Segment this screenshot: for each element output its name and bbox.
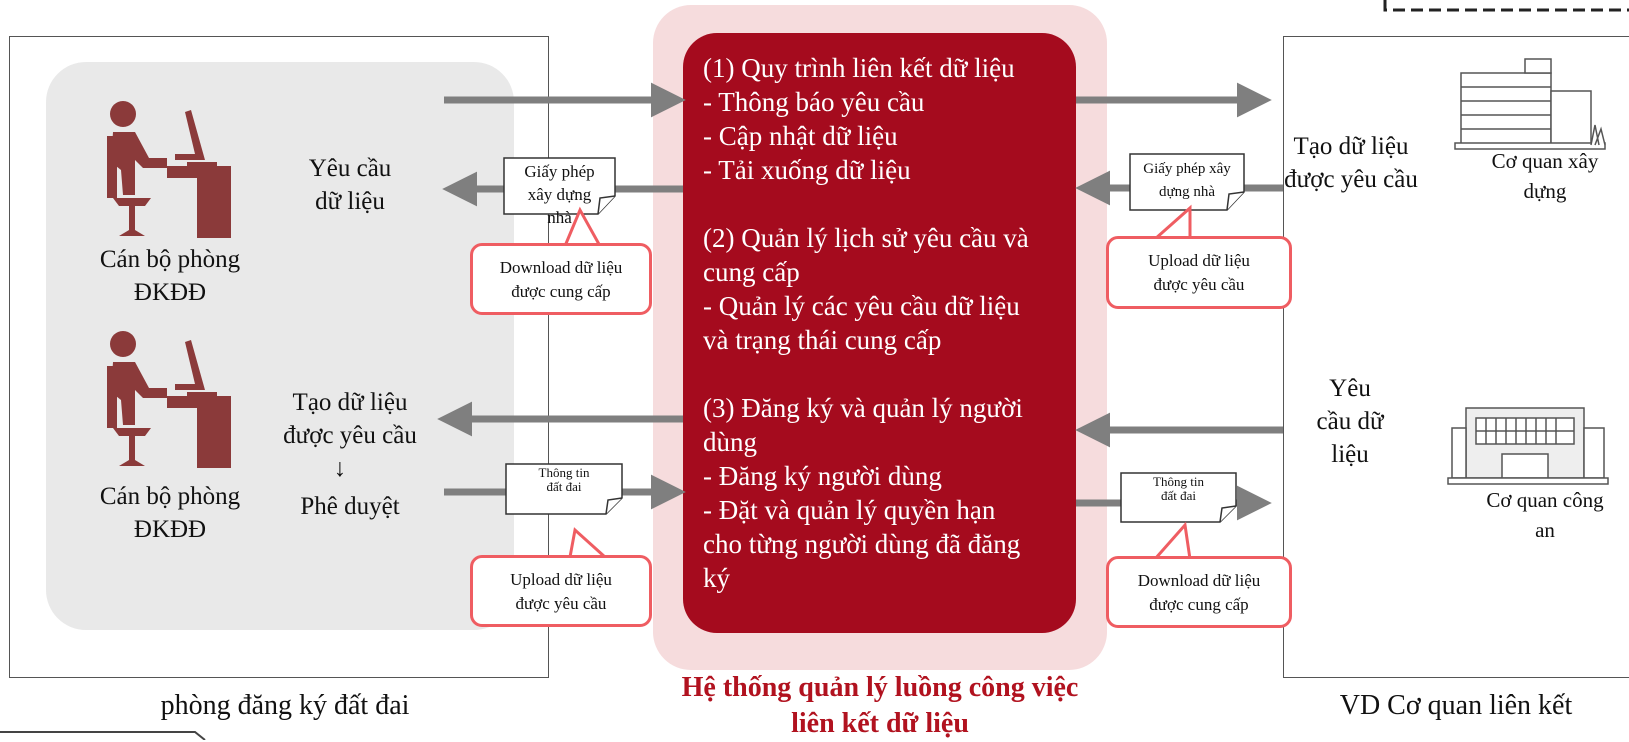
- section-2-text: (2) Quản lý lịch sử yêu cầu và cung cấp …: [703, 223, 1029, 355]
- bubble-upload-right: Upload dữ liệu được yêu cầu: [1106, 236, 1292, 309]
- document-icon-left-bottom: [505, 463, 623, 515]
- bubble-download-left: Download dữ liệu được cung cấp: [470, 243, 652, 315]
- center-caption-line2: liên kết dữ liệu: [791, 708, 969, 739]
- left-down-arrow: ↓: [333, 455, 347, 482]
- person-computer-icon-1: [107, 101, 231, 238]
- left-create-label: Tạo dữ liệu được yêu cầu: [283, 389, 417, 449]
- right-request-label: Yêu cầu dữ liệu: [1316, 375, 1384, 468]
- section-3-text: (3) Đăng ký và quản lý người dùng - Đăng…: [703, 393, 1023, 593]
- right-caption: VD Cơ quan liên kết: [1339, 690, 1573, 721]
- left-approve-label: Phê duyệt: [300, 493, 400, 520]
- left-request-label: Yêu cầu dữ liệu: [308, 155, 392, 215]
- agency1-label: Cơ quan xây dựng: [1491, 149, 1599, 203]
- section-1-text: (1) Quy trình liên kết dữ liệu - Thông b…: [703, 53, 1015, 185]
- agency2-label: Cơ quan công an: [1486, 488, 1604, 542]
- center-caption-line1: Hệ thống quản lý luồng công việc: [681, 672, 1079, 703]
- bubble-download-right: Download dữ liệu được cung cấp: [1106, 556, 1292, 628]
- document-icon-right-top: [1129, 153, 1245, 211]
- left-person1-label: Cán bộ phòng ĐKĐĐ: [99, 246, 241, 306]
- bubble-tail-right-top: [1151, 204, 1192, 241]
- bubble-upload-left: Upload dữ liệu được yêu cầu: [470, 555, 652, 627]
- doc-label-left-bottom: Thông tin đất đai: [538, 465, 590, 494]
- police-agency-building-icon: [1447, 407, 1609, 485]
- right-create-label: Tạo dữ liệu được yêu cầu: [1284, 133, 1418, 193]
- left-caption: phòng đăng ký đất đai: [160, 690, 410, 721]
- document-icon-right-bottom: [1120, 472, 1237, 523]
- bubble-tail-left-bottom: [568, 527, 609, 559]
- construction-agency-building-icon: [1454, 58, 1606, 150]
- doc-label-left-top: Giấy phép xây dựng nhà: [524, 162, 595, 227]
- left-person2-label: Cán bộ phòng ĐKĐĐ: [99, 483, 241, 543]
- person-computer-icon-2: [107, 331, 231, 468]
- doc-label-right-bottom: Thông tin đất đai: [1153, 474, 1204, 503]
- bubble-tail-right-bottom: [1151, 521, 1192, 561]
- document-icon-left-top: [503, 157, 616, 215]
- doc-label-right-top: Giấy phép xây dựng nhà: [1143, 161, 1231, 200]
- workflow-system-box: (1) Quy trình liên kết dữ liệu - Thông b…: [683, 33, 1076, 633]
